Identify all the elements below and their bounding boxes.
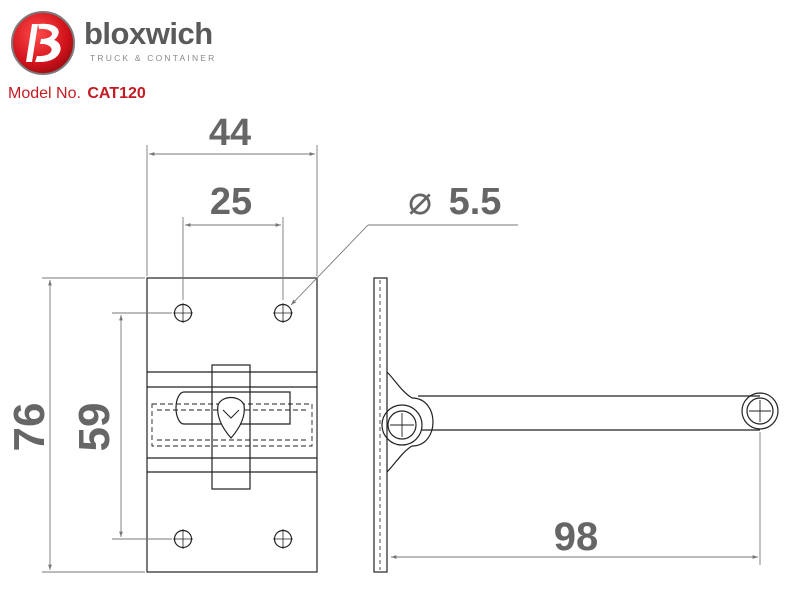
dimension-plate-height: 76 (5, 403, 54, 452)
dimension-hole-diameter: 5.5 (449, 181, 502, 223)
side-bracket (386, 371, 413, 473)
dimension-lines (42, 145, 761, 573)
mounting-hole (273, 529, 293, 549)
mounting-hole (273, 303, 293, 323)
brand-tagline: TRUCK & CONTAINER (90, 53, 217, 63)
mounting-hole (173, 529, 193, 549)
model-number: Model No. CAT120 (8, 86, 146, 102)
model-number-value: CAT120 (87, 85, 146, 102)
barrel-channel (147, 371, 317, 473)
brand-name: bloxwich (84, 16, 213, 51)
dimension-bar-length: 98 (554, 515, 599, 559)
dimension-hole-spacing-vertical: 59 (70, 403, 119, 452)
diameter-symbol: ⌀ (408, 179, 432, 223)
arm-bar (418, 395, 760, 431)
side-view (373, 277, 779, 573)
dimension-labels: 44 25 ⌀ 5.5 76 59 98 (5, 112, 598, 559)
arm-end-cap (741, 392, 779, 430)
dimension-plate-width: 44 (209, 112, 251, 154)
brand-logo: bloxwich TRUCK & CONTAINER (10, 10, 220, 78)
mounting-plate (146, 277, 318, 573)
model-number-label: Model No. (8, 85, 81, 102)
side-plate (373, 277, 388, 573)
mounting-hole (173, 303, 193, 323)
pivot-pin (381, 404, 423, 446)
dimension-hole-spacing-horizontal: 25 (210, 181, 252, 223)
keeper-strap (211, 364, 251, 490)
bloxwich-b-badge-icon (11, 11, 75, 75)
front-view (146, 277, 318, 573)
